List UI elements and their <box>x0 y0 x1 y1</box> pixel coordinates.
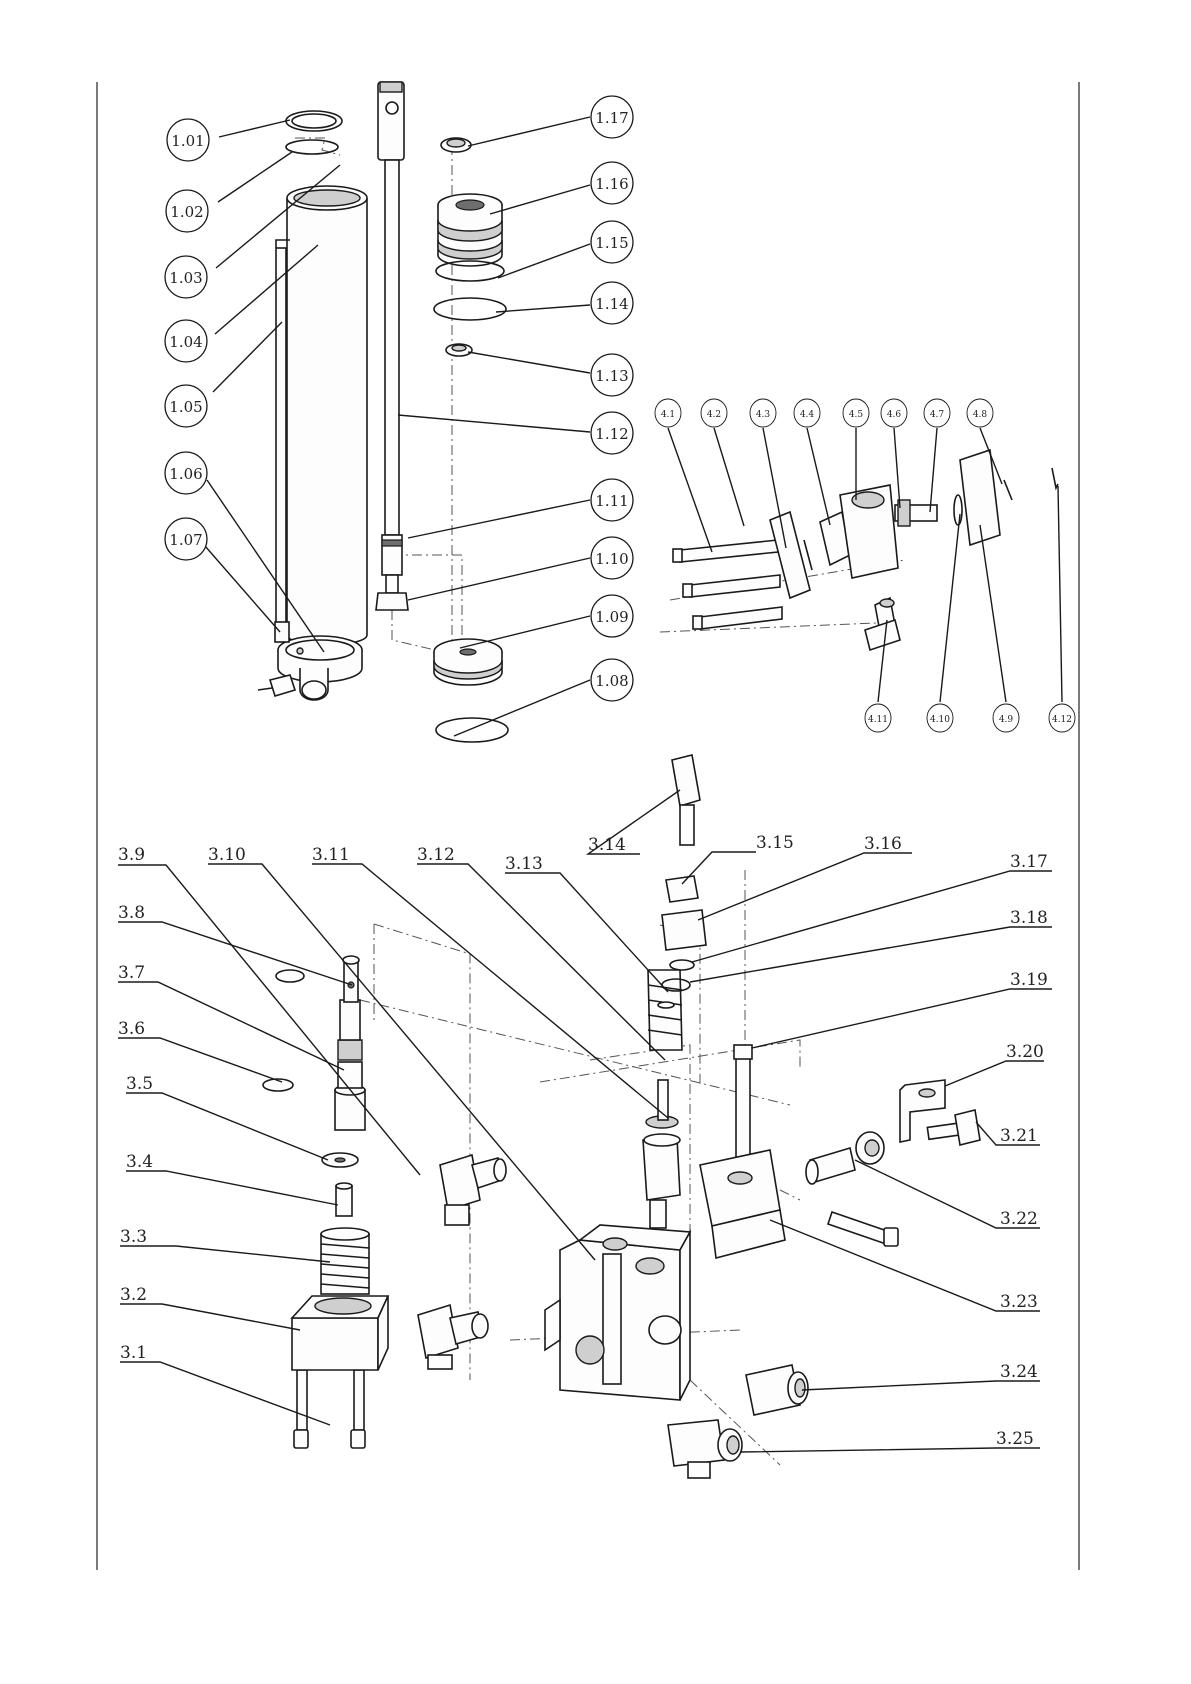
label-3-16: 3.16 <box>864 834 902 854</box>
callout-4-2: 4.2 <box>701 399 727 427</box>
label-3-1: 3.1 <box>120 1343 147 1363</box>
label-1-05: 1.05 <box>169 398 202 416</box>
label-3-2: 3.2 <box>120 1285 147 1305</box>
label-3-15: 3.15 <box>756 833 794 853</box>
label-1-16: 1.16 <box>595 175 628 193</box>
callout-1-12: 1.12 <box>591 412 633 454</box>
callout-4-5: 4.5 <box>843 399 869 427</box>
label-1-15: 1.15 <box>595 234 628 252</box>
label-3-22: 3.22 <box>1000 1209 1038 1229</box>
label-1-08: 1.08 <box>595 672 628 690</box>
callout-4-8: 4.8 <box>967 399 993 427</box>
callout-4-11: 4.11 <box>865 704 891 732</box>
callout-1-08: 1.08 <box>591 659 633 701</box>
label-1-13: 1.13 <box>595 367 628 385</box>
callout-1-07: 1.07 <box>165 518 207 560</box>
label-3-25: 3.25 <box>996 1429 1034 1449</box>
label-3-21: 3.21 <box>1000 1126 1038 1146</box>
callout-1-01: 1.01 <box>167 119 209 161</box>
callout-1-05: 1.05 <box>165 385 207 427</box>
label-3-14: 3.14 <box>588 835 626 855</box>
label-3-19: 3.19 <box>1010 970 1048 990</box>
label-3-23: 3.23 <box>1000 1292 1038 1312</box>
label-1-14: 1.14 <box>595 295 628 313</box>
label-3-8: 3.8 <box>118 903 145 923</box>
callout-4-1: 4.1 <box>655 399 681 427</box>
callout-1-16: 1.16 <box>591 162 633 204</box>
label-3-11: 3.11 <box>312 845 350 865</box>
label-3-4: 3.4 <box>126 1152 153 1172</box>
label-3-6: 3.6 <box>118 1019 145 1039</box>
label-4-4: 4.4 <box>800 410 815 420</box>
callout-4-7: 4.7 <box>924 399 950 427</box>
callout-1-13: 1.13 <box>591 354 633 396</box>
switch-assembly-drawing <box>660 450 1058 650</box>
label-1-04: 1.04 <box>169 333 202 351</box>
label-4-6: 4.6 <box>887 410 902 420</box>
label-1-12: 1.12 <box>595 425 628 443</box>
label-3-10: 3.10 <box>208 845 246 865</box>
label-1-11: 1.11 <box>595 492 628 510</box>
label-1-01: 1.01 <box>171 132 204 150</box>
label-3-12: 3.12 <box>417 845 455 865</box>
label-3-24: 3.24 <box>1000 1362 1038 1382</box>
callout-4-6: 4.6 <box>881 399 907 427</box>
label-4-8: 4.8 <box>973 410 988 420</box>
label-4-5: 4.5 <box>849 410 864 420</box>
callout-4-10: 4.10 <box>927 704 953 732</box>
callout-1-04: 1.04 <box>165 320 207 362</box>
label-3-7: 3.7 <box>118 963 145 983</box>
callout-1-06: 1.06 <box>165 452 207 494</box>
label-3-3: 3.3 <box>120 1227 147 1247</box>
label-3-9: 3.9 <box>118 845 145 865</box>
callout-1-11: 1.11 <box>591 479 633 521</box>
label-3-5: 3.5 <box>126 1074 153 1094</box>
label-4-9: 4.9 <box>999 715 1014 725</box>
label-4-3: 4.3 <box>756 410 771 420</box>
callout-1-09: 1.09 <box>591 595 633 637</box>
label-1-17: 1.17 <box>595 109 628 127</box>
callout-1-15: 1.15 <box>591 221 633 263</box>
label-1-09: 1.09 <box>595 608 628 626</box>
label-4-12: 4.12 <box>1052 715 1072 725</box>
valve-assembly-drawing <box>263 755 980 1478</box>
label-4-7: 4.7 <box>930 410 945 420</box>
label-3-13: 3.13 <box>505 854 543 874</box>
label-1-10: 1.10 <box>595 550 628 568</box>
label-1-06: 1.06 <box>169 465 202 483</box>
callout-4-3: 4.3 <box>750 399 776 427</box>
label-1-07: 1.07 <box>169 531 202 549</box>
label-1-02: 1.02 <box>170 203 203 221</box>
callout-4-4: 4.4 <box>794 399 820 427</box>
label-3-17: 3.17 <box>1010 852 1048 872</box>
callout-1-02: 1.02 <box>166 190 208 232</box>
cylinder-assembly-drawing <box>258 82 508 742</box>
label-4-1: 4.1 <box>661 410 675 420</box>
label-1-03: 1.03 <box>169 269 202 287</box>
callout-1-03: 1.03 <box>165 256 207 298</box>
callout-4-9: 4.9 <box>993 704 1019 732</box>
callout-1-10: 1.10 <box>591 537 633 579</box>
callout-4-12: 4.12 <box>1049 704 1075 732</box>
label-4-10: 4.10 <box>930 715 950 725</box>
label-3-20: 3.20 <box>1006 1042 1044 1062</box>
callout-1-14: 1.14 <box>591 282 633 324</box>
callout-1-17: 1.17 <box>591 96 633 138</box>
label-3-18: 3.18 <box>1010 908 1048 928</box>
label-4-11: 4.11 <box>868 715 888 725</box>
label-4-2: 4.2 <box>707 410 721 420</box>
